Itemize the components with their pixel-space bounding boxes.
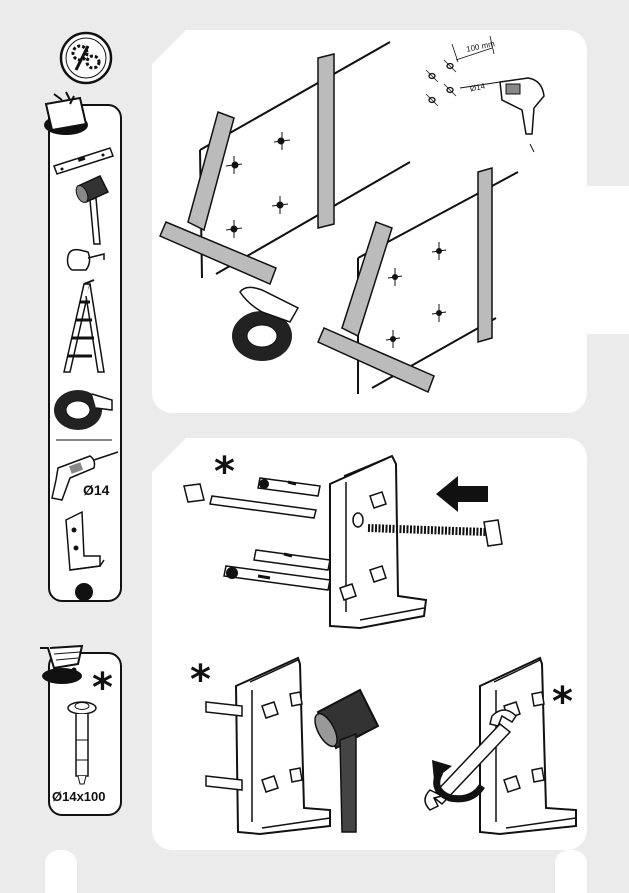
hammer-bracket <box>206 658 330 834</box>
ladder-icon <box>64 280 104 372</box>
tape-measure-icon <box>68 250 105 270</box>
optional-marker: * <box>92 668 113 708</box>
optional-marker: * <box>214 452 235 492</box>
bolt-size-label: Ø14x100 <box>52 789 106 804</box>
anchor-bolt-icon <box>68 702 96 784</box>
bracket-large <box>330 456 502 628</box>
bracket-icon <box>66 512 104 601</box>
toolbox-icon <box>44 92 88 135</box>
drilling-detail <box>426 36 544 152</box>
anchor-assembly <box>184 478 330 590</box>
gears-wrench-icon <box>61 33 111 83</box>
optional-marker: * <box>190 660 211 700</box>
adhesive-tape-roll <box>232 287 298 361</box>
mallet-icon <box>74 176 108 244</box>
drill-size-label: Ø14 <box>83 482 109 498</box>
arrow-left-icon <box>436 476 488 512</box>
optional-marker: * <box>552 682 573 722</box>
adhesive-tape-icon <box>54 390 112 440</box>
wall-diagram-right <box>318 168 518 394</box>
spirit-level-icon <box>54 148 113 174</box>
shopping-cart-icon <box>40 646 82 684</box>
